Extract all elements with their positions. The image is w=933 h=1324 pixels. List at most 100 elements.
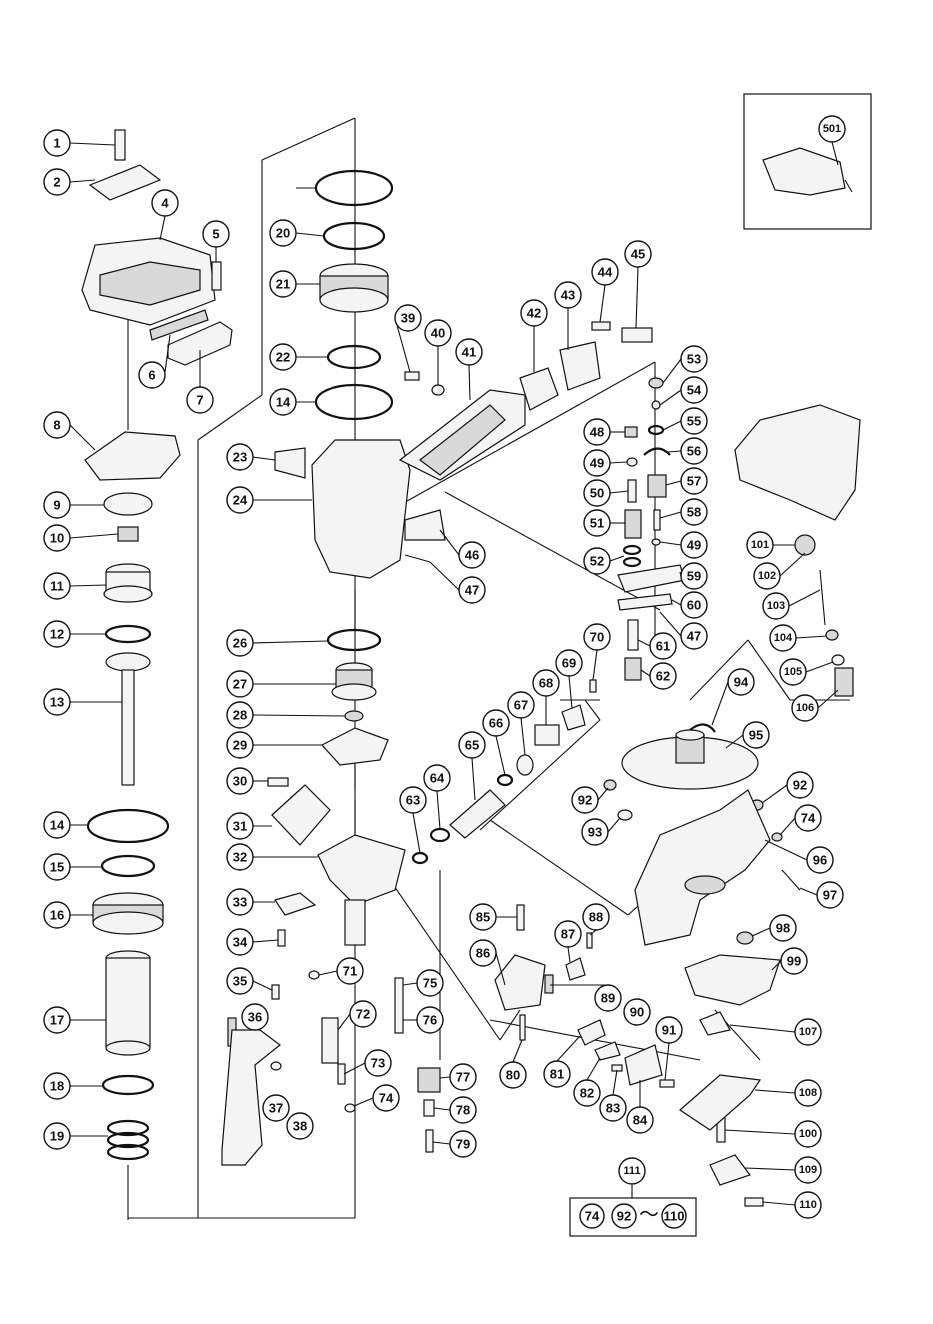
callout-circle [449,1130,477,1158]
callout-circle [655,1016,683,1044]
callout-86: 86 [469,939,497,967]
callout-number: 101 [751,539,769,551]
set-callout-range-end-text: 110 [664,1209,685,1224]
callout-circle [583,547,611,575]
callout-number: 77 [456,1070,470,1085]
callout-number: 16 [50,908,64,923]
callout-92: 92 [786,771,814,799]
callout-circle [554,920,582,948]
callout-circle [507,691,535,719]
callout-number: 74 [379,1091,394,1106]
callout-53: 53 [680,345,708,373]
callout-number: 24 [233,493,248,508]
callout-circle [151,189,179,217]
callout-29: 29 [226,731,254,759]
callout-circle [680,531,708,559]
callout-74: 74 [794,804,822,832]
callout-circle [753,562,781,590]
callout-circle [624,240,652,268]
callout-circle [794,1079,822,1107]
callout-circle [786,771,814,799]
callout-number: 69 [562,656,576,671]
callout-circle [594,984,622,1012]
callout-73: 73 [364,1049,392,1077]
callout-circle [769,624,797,652]
callout-circle [43,168,71,196]
leader-line [744,1167,796,1171]
callout-number: 15 [50,860,64,875]
callout-number: 49 [590,456,604,471]
leader-line [556,1035,581,1062]
leader-line [665,480,682,486]
assembly-set-box [569,1197,697,1237]
callout-30: 30 [226,767,254,795]
leader-line [805,661,834,673]
leader-line [589,929,597,936]
callout-70: 70 [583,623,611,651]
leader-line [754,1089,796,1094]
callout-number: 18 [50,1079,64,1094]
callout-circle [43,411,71,439]
callout-circle [469,939,497,967]
leader-line [69,179,96,183]
leader-line [667,450,682,453]
callout-number: 20 [276,226,290,241]
callout-90: 90 [623,998,651,1026]
callout-number: 36 [248,1010,262,1025]
callout-circle [43,811,71,839]
callout-45: 45 [624,240,652,268]
callout-number: 105 [784,666,802,678]
leader-line [252,640,329,644]
callout-number: 68 [539,676,553,691]
callout-59: 59 [680,562,708,590]
callout-67: 67 [507,691,535,719]
callout-number: 4 [161,196,169,211]
callout-41: 41 [455,338,483,366]
callout-97: 97 [816,881,844,909]
callout-circle [680,345,708,373]
callout-46: 46 [458,541,486,569]
callout-number: 14 [50,818,65,833]
leader-line [164,334,171,373]
leader-line [751,927,771,937]
callout-number: 22 [276,350,290,365]
callout-circle [458,541,486,569]
callout-circle [680,562,708,590]
callout-number: 27 [233,677,247,692]
leader-line [394,317,411,373]
leader-line [662,420,682,431]
callout-number: 38 [293,1119,307,1134]
callout-number: 63 [406,793,420,808]
callout-circle [780,947,808,975]
callout-number: 501 [823,123,841,135]
callout-56: 56 [680,437,708,465]
callout-number: 59 [687,569,701,584]
callout-number: 5 [212,227,219,242]
leader-line [659,611,682,637]
callout-number: 58 [687,505,701,520]
callout-number: 97 [823,888,837,903]
callout-58: 58 [680,498,708,526]
leader-line [599,284,606,323]
callout-101: 101 [746,531,774,559]
callout-109: 109 [794,1156,822,1184]
callout-number: 55 [687,414,701,429]
callout-number: 70 [590,630,604,645]
callout-circle [583,449,611,477]
callout-number: 33 [233,895,247,910]
callout-31: 31 [226,812,254,840]
callout-circle [499,1061,527,1089]
callout-78: 78 [449,1096,477,1124]
leader-line [640,669,651,677]
callout-circle [582,903,610,931]
leader-line [609,555,625,562]
callout-number: 65 [465,738,479,753]
leader-line [795,635,828,639]
callout-circle [680,376,708,404]
callout-number: 57 [687,474,701,489]
callout-circle [458,731,486,759]
callout-21: 21 [269,270,297,298]
callout-circle [680,437,708,465]
callout-number: 104 [774,632,793,644]
